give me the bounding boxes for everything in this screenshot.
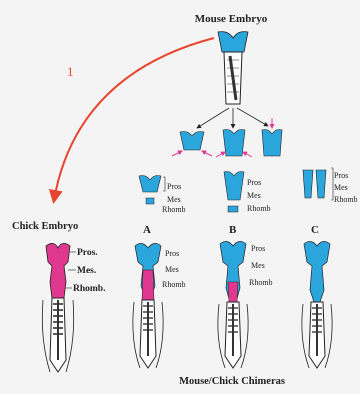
chimera-a-label-rhomb: Rhomb [162, 280, 186, 289]
split-arrow-right [237, 108, 268, 126]
explant-c-label-pros: Pros [334, 171, 348, 180]
chick-embryo-title: Chick Embryo [12, 221, 78, 232]
chimera-a: Pros Mes Rhomb [133, 243, 186, 368]
explant-b-label-rhomb: Rhomb [247, 204, 271, 213]
chimera-a-label-mes: Mes [165, 265, 179, 274]
column-letter-b: B [229, 224, 237, 236]
chimera-b-label-mes: Mes [251, 261, 265, 270]
explant-b: Pros Mes Rhomb [224, 172, 271, 214]
explant-c-label-rhomb: Rhomb [334, 195, 358, 204]
explant-b-label-mes: Mes [247, 191, 261, 200]
chick-embryo: Pros. Mes. Rhomb. [42, 243, 105, 372]
explant-a-label-mes: Mes [167, 195, 181, 204]
diagram-title: Mouse Embryo [195, 13, 268, 25]
dissected-head-b [216, 130, 252, 158]
explant-a-label-pros: Pros [167, 182, 181, 191]
chick-label-mes: Mes. [77, 266, 96, 276]
explant-a-label-rhomb: Rhomb [162, 205, 186, 214]
transplant-arrow [54, 38, 214, 200]
explant-c-label-mes: Mes [334, 183, 348, 192]
chimera-b: Pros Mes Rhomb [218, 241, 273, 368]
chick-label-pros: Pros. [77, 248, 98, 258]
chimeras-caption: Mouse/Chick Chimeras [179, 376, 285, 387]
column-letter-c: C [311, 224, 319, 236]
mouse-embryo-donor [218, 32, 248, 104]
arrow-number: 1 [67, 64, 74, 79]
dissected-head-a [172, 132, 212, 157]
dissected-head-c [262, 118, 282, 156]
explant-b-label-pros: Pros [247, 178, 261, 187]
chick-label-rhomb: Rhomb. [73, 284, 105, 294]
split-arrow-left [197, 108, 229, 128]
explant-a: Pros Mes Rhomb [139, 176, 186, 215]
chimera-c [302, 241, 332, 368]
chimera-b-label-rhomb: Rhomb [249, 278, 273, 287]
chimera-b-label-pros: Pros [251, 244, 265, 253]
column-letter-a: A [143, 224, 151, 236]
explant-c: Pros Mes Rhomb [303, 168, 358, 204]
chimera-a-label-pros: Pros [165, 249, 179, 258]
